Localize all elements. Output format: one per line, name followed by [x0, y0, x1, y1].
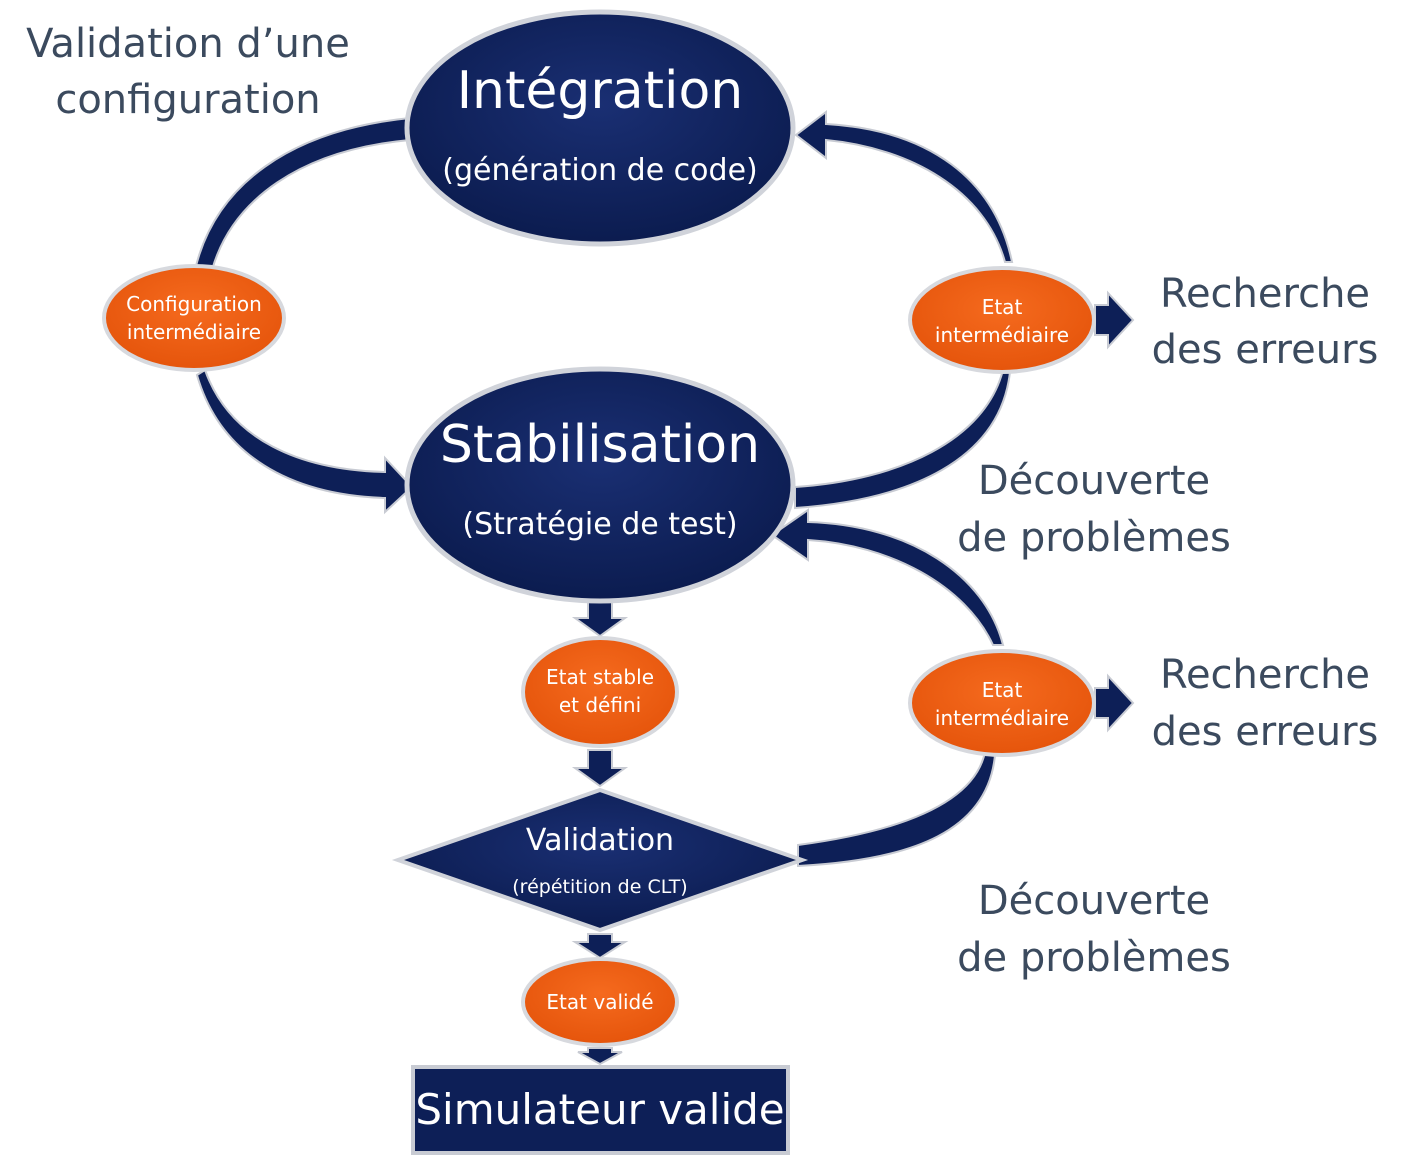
state-etat-valide: Etat validé — [521, 957, 679, 1047]
integration-title: Intégration — [457, 61, 744, 121]
validation-config-line2: configuration — [55, 77, 320, 123]
state-etat-intermediaire-1: Etat intermédiaire — [908, 266, 1096, 374]
label-decouverte-problemes-2: Découverte de problèmes — [957, 878, 1231, 981]
etat-stable-line1: Etat stable — [546, 665, 654, 689]
state-etat-stable: Etat stable et défini — [521, 636, 679, 748]
simulateur-title: Simulateur valide — [415, 1085, 784, 1134]
decouverte-1-line1: Découverte — [978, 458, 1210, 504]
recherche-2-line1: Recherche — [1160, 652, 1370, 698]
recherche-1-line2: des erreurs — [1152, 327, 1379, 373]
node-validation: Validation (répétition de CLT) — [391, 787, 809, 933]
validation-title: Validation — [526, 823, 674, 858]
node-integration: Intégration (génération de code) — [404, 9, 796, 247]
state-configuration-intermediaire: Configuration intermédiaire — [102, 264, 286, 372]
arrow-to-recherche-1 — [1094, 290, 1135, 350]
arc-validation-to-etat2 — [797, 750, 997, 868]
node-simulateur-valide: Simulateur valide — [411, 1065, 790, 1155]
label-validation-configuration: Validation d’une configuration — [26, 21, 350, 123]
label-recherche-erreurs-1: Recherche des erreurs — [1152, 271, 1379, 373]
etat-stable-line2: et défini — [559, 693, 641, 717]
config-intermediaire-line1: Configuration — [126, 292, 262, 316]
decouverte-2-line1: Découverte — [978, 878, 1210, 924]
label-recherche-erreurs-2: Recherche des erreurs — [1152, 652, 1379, 755]
decouverte-1-line2: de problèmes — [957, 515, 1231, 561]
recherche-2-line2: des erreurs — [1152, 709, 1379, 755]
stabilisation-subtitle: (Stratégie de test) — [462, 507, 737, 542]
arrow-stabilisation-to-etat-stable — [571, 601, 629, 638]
recherche-1-line1: Recherche — [1160, 271, 1370, 317]
arc-config-to-stabilisation — [195, 368, 414, 515]
etat-intermediaire-2-line1: Etat — [982, 678, 1023, 702]
node-stabilisation: Stabilisation (Stratégie de test) — [404, 366, 796, 604]
arc-etat1-to-integration — [794, 109, 1014, 263]
integration-subtitle: (génération de code) — [442, 153, 757, 188]
state-etat-intermediaire-2: Etat intermédiaire — [908, 649, 1096, 757]
arrow-etat-valide-to-simulateur — [577, 1047, 623, 1066]
arrow-etat-stable-to-validation — [571, 749, 629, 788]
arrow-validation-to-etat-valide — [571, 933, 629, 960]
label-decouverte-problemes-1: Découverte de problèmes — [957, 458, 1231, 561]
etat-intermediaire-1-line2: intermédiaire — [935, 323, 1069, 347]
arc-etat2-to-stabilisation — [770, 508, 1005, 646]
etat-valide-line1: Etat validé — [546, 990, 653, 1014]
stabilisation-title: Stabilisation — [440, 415, 760, 475]
validation-subtitle: (répétition de CLT) — [512, 876, 687, 898]
arrow-to-recherche-2 — [1094, 673, 1135, 733]
decouverte-2-line2: de problèmes — [957, 935, 1231, 981]
arc-integration-to-config — [193, 116, 411, 271]
etat-intermediaire-1-line1: Etat — [982, 295, 1023, 319]
config-intermediaire-line2: intermédiaire — [127, 320, 261, 344]
etat-intermediaire-2-line2: intermédiaire — [935, 706, 1069, 730]
validation-config-line1: Validation d’une — [26, 21, 350, 67]
